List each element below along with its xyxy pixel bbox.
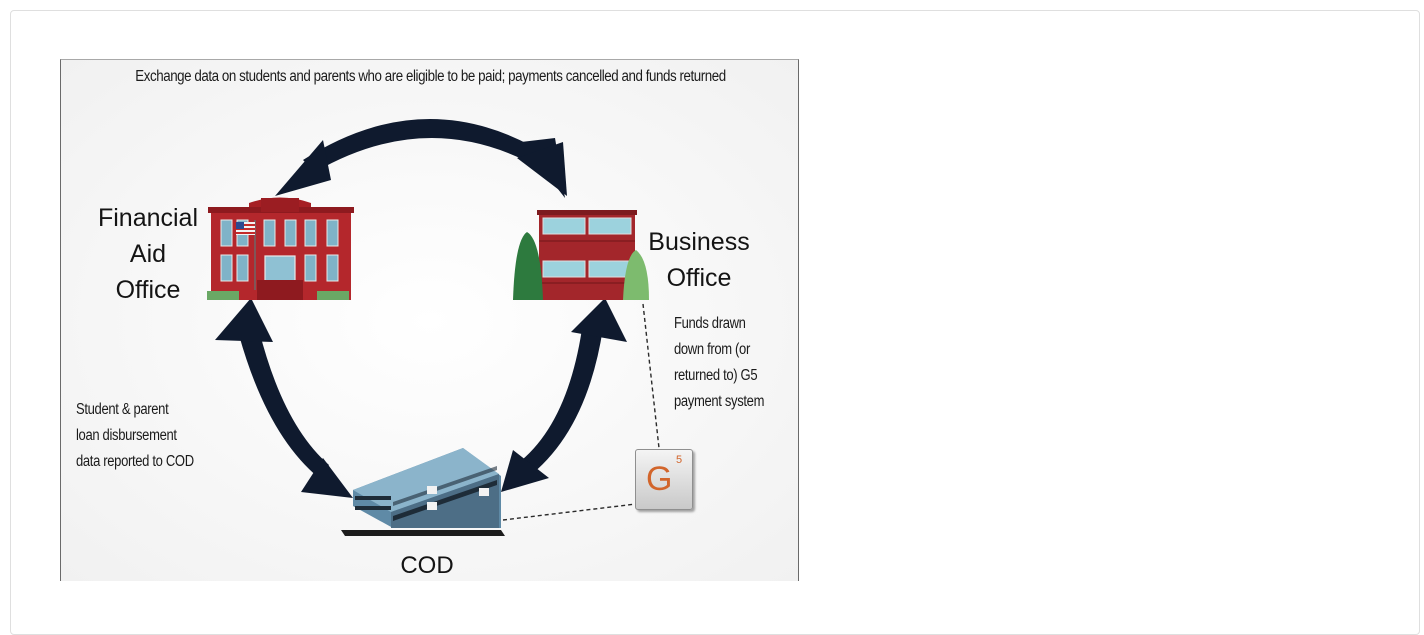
cod-building-icon — [341, 448, 505, 536]
flag-icon — [236, 222, 255, 235]
label-line: Office — [115, 276, 181, 304]
top-caption: Exchange data on students and parents wh… — [135, 68, 726, 85]
top-exchange-arrow — [275, 119, 567, 198]
note-line: data reported to COD — [76, 453, 194, 470]
left-cod-arrow — [215, 298, 353, 498]
g5-funds-note: Funds drawn down from (or returned to) G… — [674, 311, 764, 415]
g5-connector-business — [642, 303, 660, 449]
cod-reporting-note: Student & parent loan disbursement data … — [76, 397, 194, 475]
note-line: Student & parent — [76, 401, 169, 418]
label-line: Financial — [97, 204, 199, 232]
label-line: Business — [648, 228, 750, 256]
business-office-building-icon — [513, 210, 649, 300]
cod-label: COD — [400, 552, 454, 579]
diagram-graphics — [61, 60, 798, 581]
right-cod-arrow — [501, 298, 627, 492]
note-line: down from (or — [674, 341, 750, 358]
note-line: returned to) G5 — [674, 367, 758, 384]
note-line: loan disbursement — [76, 427, 177, 444]
note-line: Funds drawn — [674, 315, 746, 332]
note-line: payment system — [674, 393, 765, 410]
g5-logo-superscript: 5 — [676, 454, 683, 466]
financial-aid-office-label: Financial Aid Office — [83, 200, 213, 308]
label-line: Office — [666, 264, 732, 292]
g5-logo-icon: G 5 — [635, 449, 693, 510]
business-office-label: Business Office — [640, 224, 758, 296]
process-diagram: Exchange data on students and parents wh… — [60, 59, 799, 581]
label-line: Aid — [129, 240, 167, 268]
g5-logo-letter: G — [646, 460, 673, 498]
g5-connector-cod — [502, 503, 637, 521]
financial-aid-building-icon — [207, 197, 354, 300]
